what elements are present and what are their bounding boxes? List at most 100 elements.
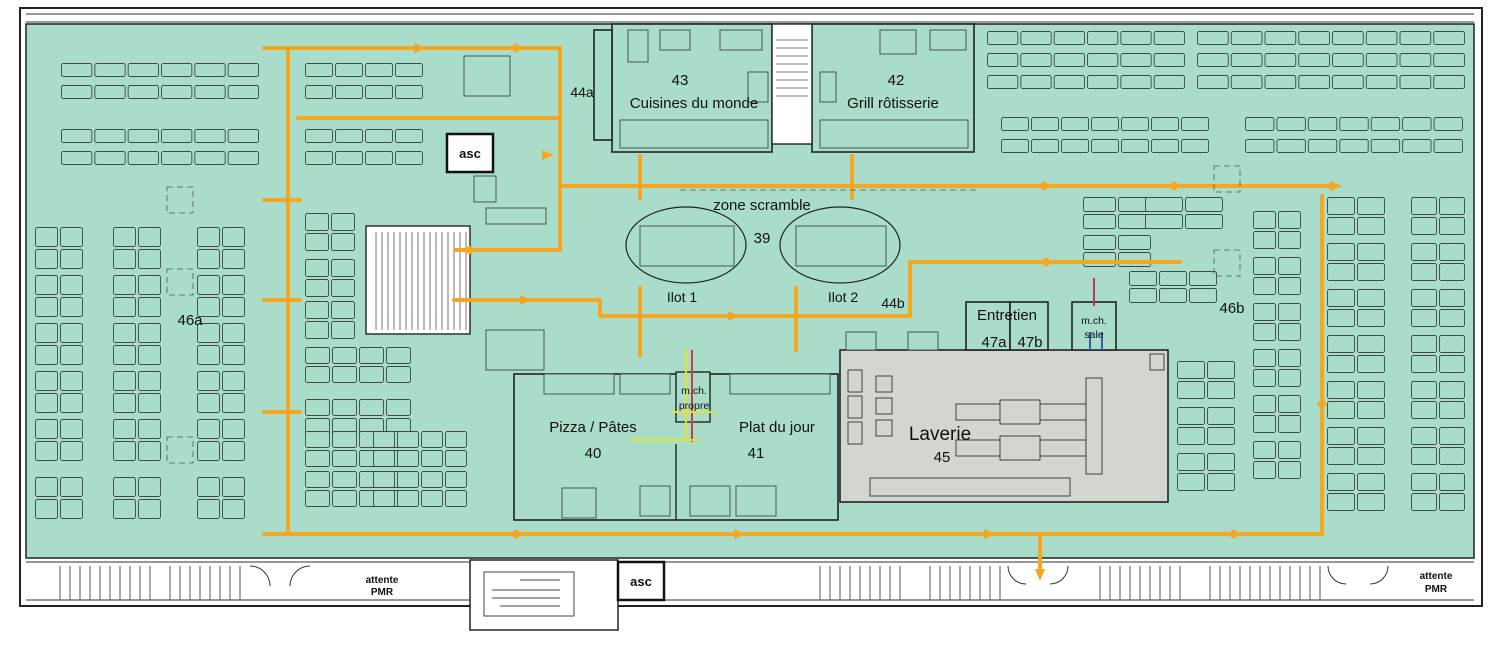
table xyxy=(1327,335,1355,353)
table xyxy=(60,393,83,413)
table xyxy=(61,63,93,77)
table xyxy=(1031,117,1059,131)
table xyxy=(987,31,1019,45)
table xyxy=(1120,75,1152,89)
table-group xyxy=(1253,349,1301,387)
flow-arrow xyxy=(728,311,740,321)
table xyxy=(94,85,126,99)
table-group xyxy=(1197,53,1465,67)
table xyxy=(1327,263,1355,281)
table xyxy=(1253,349,1276,367)
attente-pmr-right-line2: PMR xyxy=(1425,584,1448,595)
table xyxy=(987,53,1019,67)
table xyxy=(1159,271,1187,286)
table xyxy=(1230,53,1263,67)
table xyxy=(1207,427,1235,445)
table xyxy=(194,63,226,77)
table xyxy=(222,323,245,343)
ilot-2-counter xyxy=(795,225,887,267)
flow-arrow xyxy=(414,43,426,53)
table xyxy=(194,151,226,165)
table xyxy=(1357,197,1385,215)
table xyxy=(1118,235,1151,250)
table xyxy=(138,441,161,461)
table xyxy=(127,129,159,143)
table xyxy=(1087,75,1119,89)
table xyxy=(331,279,355,297)
service-box-2 xyxy=(485,207,547,225)
table-group xyxy=(305,213,355,251)
table xyxy=(60,371,83,391)
table xyxy=(332,366,357,383)
table xyxy=(1357,289,1385,307)
table xyxy=(397,490,419,507)
table xyxy=(373,490,395,507)
ilot-2-outline xyxy=(779,206,901,284)
small-store-1 xyxy=(845,331,877,351)
table xyxy=(138,477,161,497)
table xyxy=(365,63,393,77)
stairwell-top-steps xyxy=(776,39,808,97)
table xyxy=(1253,415,1276,433)
table xyxy=(1278,349,1301,367)
table xyxy=(1197,53,1229,67)
room-47b xyxy=(1009,301,1049,351)
table xyxy=(395,85,423,99)
table xyxy=(1298,31,1330,45)
table xyxy=(332,490,357,507)
table xyxy=(1399,53,1432,67)
service-box xyxy=(473,175,497,203)
elevator-bottom-label: asc xyxy=(630,574,652,589)
table xyxy=(395,151,423,165)
table xyxy=(1439,493,1465,511)
table xyxy=(1253,211,1276,229)
table xyxy=(1264,75,1297,89)
table-group xyxy=(1411,473,1465,511)
table xyxy=(397,471,419,488)
table xyxy=(1307,117,1338,131)
table xyxy=(1411,447,1437,465)
table xyxy=(35,275,58,295)
table xyxy=(1264,31,1297,45)
table xyxy=(1357,447,1385,465)
service-box-4 xyxy=(463,55,511,97)
mch-propre-label-1: m.ch. xyxy=(681,385,707,397)
table xyxy=(1129,288,1157,303)
table xyxy=(1439,335,1465,353)
table xyxy=(987,75,1019,89)
servery-counters xyxy=(543,373,831,519)
table xyxy=(1001,139,1029,153)
table-group xyxy=(1253,441,1301,479)
clean-dishes-arrows xyxy=(630,348,716,442)
table xyxy=(1357,473,1385,491)
table xyxy=(197,477,220,497)
table xyxy=(1278,231,1301,249)
table xyxy=(138,275,161,295)
table xyxy=(222,297,245,317)
table xyxy=(60,323,83,343)
table xyxy=(1327,309,1355,327)
table xyxy=(1253,369,1276,387)
table xyxy=(305,233,329,251)
table xyxy=(1327,197,1355,215)
table xyxy=(197,499,220,519)
table xyxy=(1433,31,1465,45)
table xyxy=(1278,415,1301,433)
table xyxy=(138,227,161,247)
table xyxy=(113,275,136,295)
facade-top xyxy=(26,13,1474,23)
table xyxy=(335,151,363,165)
table xyxy=(331,259,355,277)
table-group xyxy=(1177,407,1235,445)
mch-propre-label-2: propre xyxy=(679,400,710,412)
table xyxy=(1207,361,1235,379)
table-group xyxy=(1327,243,1385,281)
table-group xyxy=(1253,211,1301,249)
table xyxy=(1433,139,1463,153)
table xyxy=(1181,117,1209,131)
table xyxy=(1189,288,1217,303)
table-group xyxy=(35,371,83,413)
room-42-number: 42 xyxy=(888,72,905,89)
room-46b-number: 46b xyxy=(1219,300,1244,317)
flow-arrow xyxy=(1172,181,1184,191)
